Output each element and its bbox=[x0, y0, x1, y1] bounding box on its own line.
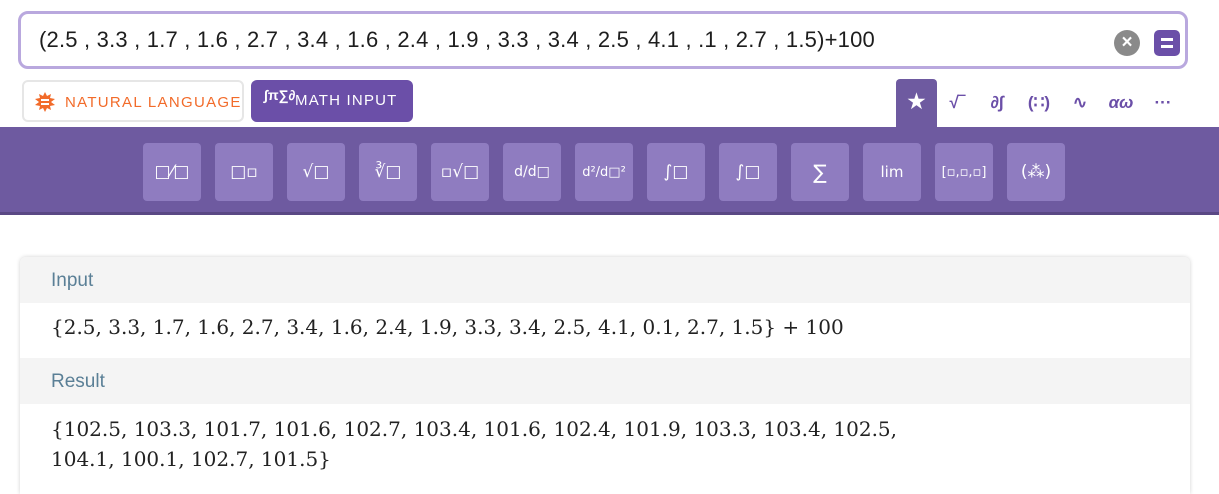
natural-language-button[interactable]: NATURAL LANGUAGE bbox=[22, 80, 244, 122]
search-bar[interactable]: (2.5 , 3.3 , 1.7 , 1.6 , 2.7 , 3.4 , 1.6… bbox=[18, 11, 1188, 69]
math-input-button[interactable]: ∫π∑∂ MATH INPUT bbox=[251, 80, 413, 122]
tab-radicals[interactable]: √‾ bbox=[949, 93, 965, 112]
sqrt-button[interactable]: √□ bbox=[287, 143, 345, 201]
math-input-label: MATH INPUT bbox=[295, 92, 398, 109]
integral-button[interactable]: ∫□ bbox=[647, 143, 705, 201]
input-pod-value: {2.5, 3.3, 1.7, 1.6, 2.7, 3.4, 1.6, 2.4,… bbox=[51, 315, 844, 339]
definite-integral-button[interactable]: ∫□ bbox=[719, 143, 777, 201]
cube-root-button[interactable]: ∛□ bbox=[359, 143, 417, 201]
fraction-button[interactable]: □⁄□ bbox=[143, 143, 201, 201]
limit-button[interactable]: lim bbox=[863, 143, 921, 201]
power-button[interactable]: □▫ bbox=[215, 143, 273, 201]
tab-favorites[interactable]: ★ bbox=[896, 79, 937, 127]
tab-calculus[interactable]: ∂∫ bbox=[990, 93, 1004, 112]
clear-icon[interactable]: × bbox=[1114, 30, 1140, 56]
input-pod-header: Input bbox=[20, 257, 1190, 303]
tab-greek[interactable]: αω bbox=[1108, 93, 1134, 112]
result-pod-title: Result bbox=[51, 371, 105, 392]
matrix-button[interactable]: (⁂) bbox=[1007, 143, 1065, 201]
tab-matrices[interactable]: (∷) bbox=[1027, 93, 1051, 112]
sun-icon bbox=[35, 92, 55, 112]
result-line-1: {102.5, 103.3, 101.7, 101.6, 102.7, 103.… bbox=[51, 417, 898, 441]
derivative-button[interactable]: d/d□ bbox=[503, 143, 561, 201]
result-pod-value: {102.5, 103.3, 101.7, 101.6, 102.7, 103.… bbox=[51, 414, 897, 474]
list-button[interactable]: [▫,▫,▫] bbox=[935, 143, 993, 201]
tab-functions[interactable]: ∿ bbox=[1072, 93, 1088, 112]
natural-language-label: NATURAL LANGUAGE bbox=[65, 94, 242, 111]
search-input[interactable]: (2.5 , 3.3 , 1.7 , 1.6 , 2.7 , 3.4 , 1.6… bbox=[39, 27, 875, 52]
compute-button[interactable] bbox=[1154, 30, 1180, 56]
result-line-2: 104.1, 100.1, 102.7, 101.5} bbox=[51, 447, 331, 471]
tab-more[interactable]: ··· bbox=[1154, 93, 1172, 112]
second-derivative-button[interactable]: d²/d□² bbox=[575, 143, 633, 201]
result-pod-header: Result bbox=[20, 358, 1190, 404]
math-input-icon: ∫π∑∂ bbox=[264, 87, 296, 103]
math-toolbar: □⁄□ □▫ √□ ∛□ ▫√□ d/d□ d²/d□² ∫□ ∫□ ∑ lim… bbox=[0, 127, 1219, 215]
input-pod-title: Input bbox=[51, 270, 94, 291]
sum-button[interactable]: ∑ bbox=[791, 143, 849, 201]
results-panel: Input {2.5, 3.3, 1.7, 1.6, 2.7, 3.4, 1.6… bbox=[20, 257, 1190, 494]
nth-root-button[interactable]: ▫√□ bbox=[431, 143, 489, 201]
